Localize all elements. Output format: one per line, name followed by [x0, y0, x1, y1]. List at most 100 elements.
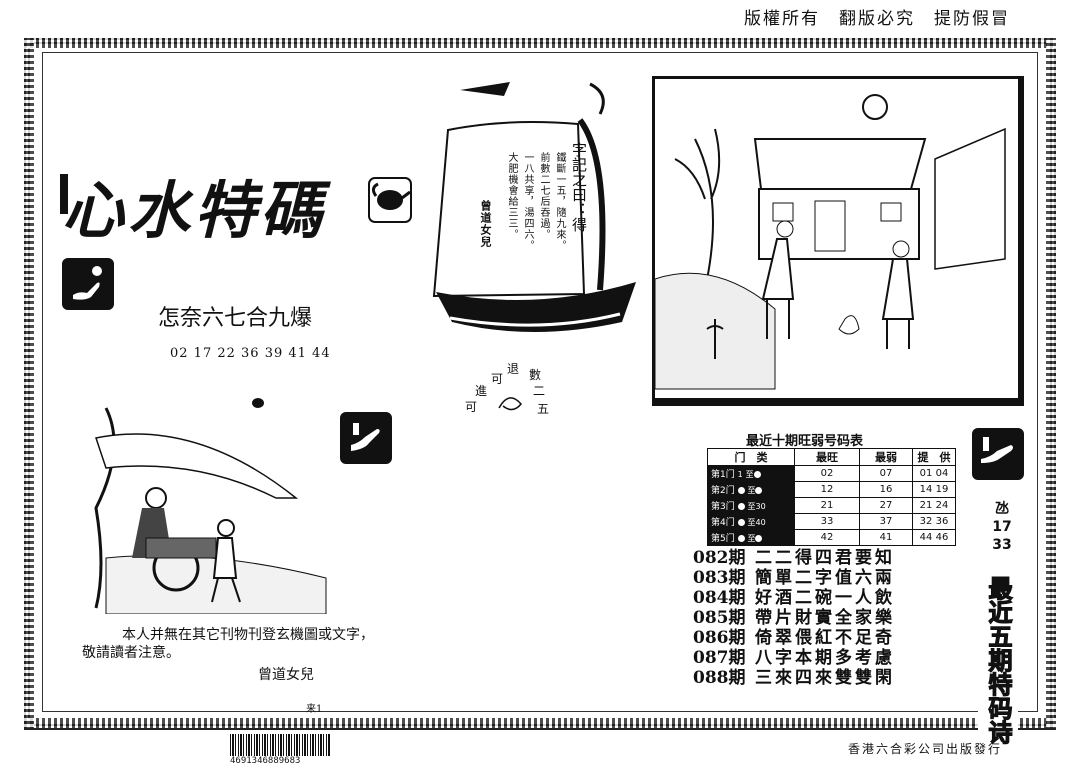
- door-label: 第5门: [711, 534, 735, 544]
- ke-char: 可: [491, 372, 504, 386]
- period-label: 086期: [693, 628, 746, 648]
- poem-text: 三來四來雙雙閑: [755, 668, 895, 688]
- dot-icon: [737, 503, 745, 510]
- poem-row: 082期二二得四君要知: [693, 548, 895, 568]
- poem-text: 二二得四君要知: [755, 548, 895, 568]
- side-num: 33: [992, 537, 1012, 553]
- door-cell: 第3门 至30: [707, 497, 795, 514]
- to-label: 至: [745, 470, 754, 479]
- to-label: 至: [747, 486, 756, 495]
- period-label: 088期: [693, 668, 746, 688]
- ship-illustration: [430, 70, 650, 350]
- hand-point-icon: [340, 412, 392, 464]
- poem-row: 085期帶片財實全家樂: [693, 608, 895, 628]
- range-to: 30: [755, 502, 766, 511]
- poem-signature: 曾道女兒: [479, 200, 492, 248]
- title-mark: [60, 174, 68, 214]
- door-label: 第2门: [711, 486, 735, 496]
- period-label: 087期: [693, 648, 746, 668]
- note-line: 本人并無在其它刊物刊登玄機圖或文字，: [122, 627, 374, 643]
- side-vertical-title: 最近五期特码诗: [978, 575, 1018, 745]
- range-to: 40: [755, 518, 766, 527]
- ink-dot: [252, 398, 264, 408]
- issue-mark: 来1: [306, 704, 323, 715]
- ke-char: 可: [465, 400, 478, 414]
- col-header: 最弱: [859, 448, 913, 466]
- tui-char: 退: [507, 362, 520, 376]
- cart-scene-illustration: [76, 398, 328, 615]
- hot-cell: 33: [794, 513, 860, 530]
- door-cell: 第2门 至: [707, 481, 795, 498]
- to-label: 至: [747, 534, 756, 543]
- jin-char: 進: [475, 384, 488, 398]
- provide-cell: 32 36: [912, 513, 956, 530]
- er-char: 二: [533, 384, 546, 398]
- publisher: 香港六合彩公司出版發行: [847, 742, 1002, 756]
- village-scene-illustration: [652, 76, 1024, 406]
- ship-poem: 字記之曰：得 鐵斷一五，隨九來。 前數二七后吞過。 一八共享，湯四六。 大肥機會…: [498, 142, 590, 282]
- dot-icon: [737, 535, 745, 542]
- side-code: 氹 17 33: [990, 500, 1014, 554]
- border-left: [24, 38, 34, 730]
- swirl-icon: [498, 397, 522, 411]
- cold-cell: 41: [859, 529, 913, 546]
- advance-retreat-diagram: 退 數 可 進 二 可 五: [455, 360, 555, 420]
- copyright-notice: 版權所有 翻版必究 提防假冒: [744, 9, 1010, 29]
- dot-icon: [737, 519, 745, 526]
- poem-row: 086期倚翠偎紅不足奇: [693, 628, 895, 648]
- shu-char: 數: [529, 368, 542, 382]
- poem-text: 好酒二碗一人飲: [755, 588, 895, 608]
- riddle-text: 怎奈六七合九爆: [158, 306, 313, 331]
- door-cell: 第4门 至40: [707, 513, 795, 530]
- poem-line: 大肥機會給三三。: [506, 152, 517, 240]
- cold-cell: 27: [859, 497, 913, 514]
- hot-cell: 42: [794, 529, 860, 546]
- border-right: [1046, 38, 1056, 730]
- to-label: 至: [747, 518, 756, 527]
- hot-cell: 21: [794, 497, 860, 514]
- table-title: 最近十期旺弱号码表: [746, 434, 864, 449]
- to-label: 至: [747, 502, 756, 511]
- col-header: 门 类: [707, 448, 795, 466]
- cold-cell: 07: [859, 465, 913, 482]
- hot-cell: 12: [794, 481, 860, 498]
- col-header: 提 供: [912, 448, 956, 466]
- poem-row: 088期三來四來雙雙閑: [693, 668, 895, 688]
- poem-line: 鐵斷一五，隨九來。: [554, 152, 565, 251]
- reader-note: 本人并無在其它刊物刊登玄機圖或文字， 敬請讀者注意。 曾道女兒: [82, 626, 374, 683]
- hand-point-icon: [972, 428, 1024, 480]
- poem-text: 簡單二字值六兩: [755, 568, 895, 588]
- period-label: 083期: [693, 568, 746, 588]
- note-signature: 曾道女兒: [258, 667, 314, 683]
- door-label: 第1门: [711, 470, 735, 480]
- poem-text: 倚翠偎紅不足奇: [755, 628, 895, 648]
- provide-cell: 14 19: [912, 481, 956, 498]
- col-header: 最旺: [794, 448, 860, 466]
- period-label: 085期: [693, 608, 746, 628]
- period-label: 084期: [693, 588, 746, 608]
- poem-row: 083期簡單二字值六兩: [693, 568, 895, 588]
- door-label: 第3门: [711, 502, 735, 512]
- hand-tea-icon: [62, 258, 114, 310]
- teapot-icon: [368, 172, 412, 226]
- cold-cell: 37: [859, 513, 913, 530]
- border-top: [24, 38, 1056, 48]
- provide-cell: 21 24: [912, 497, 956, 514]
- poem-row: 084期好酒二碗一人飲: [693, 588, 895, 608]
- hot-cell: 02: [794, 465, 860, 482]
- door-label: 第4门: [711, 518, 735, 528]
- poem-head: 字記之曰：得: [570, 142, 588, 232]
- provide-cell: 01 04: [912, 465, 956, 482]
- poem-text: 帶片財實全家樂: [755, 608, 895, 628]
- note-line: 敬請讀者注意。: [82, 645, 180, 661]
- dot-icon: [737, 487, 745, 494]
- page-title: 心水特碼: [62, 174, 327, 247]
- dot-icon: [755, 487, 763, 494]
- poem-text: 八字本期多考慮: [755, 648, 895, 668]
